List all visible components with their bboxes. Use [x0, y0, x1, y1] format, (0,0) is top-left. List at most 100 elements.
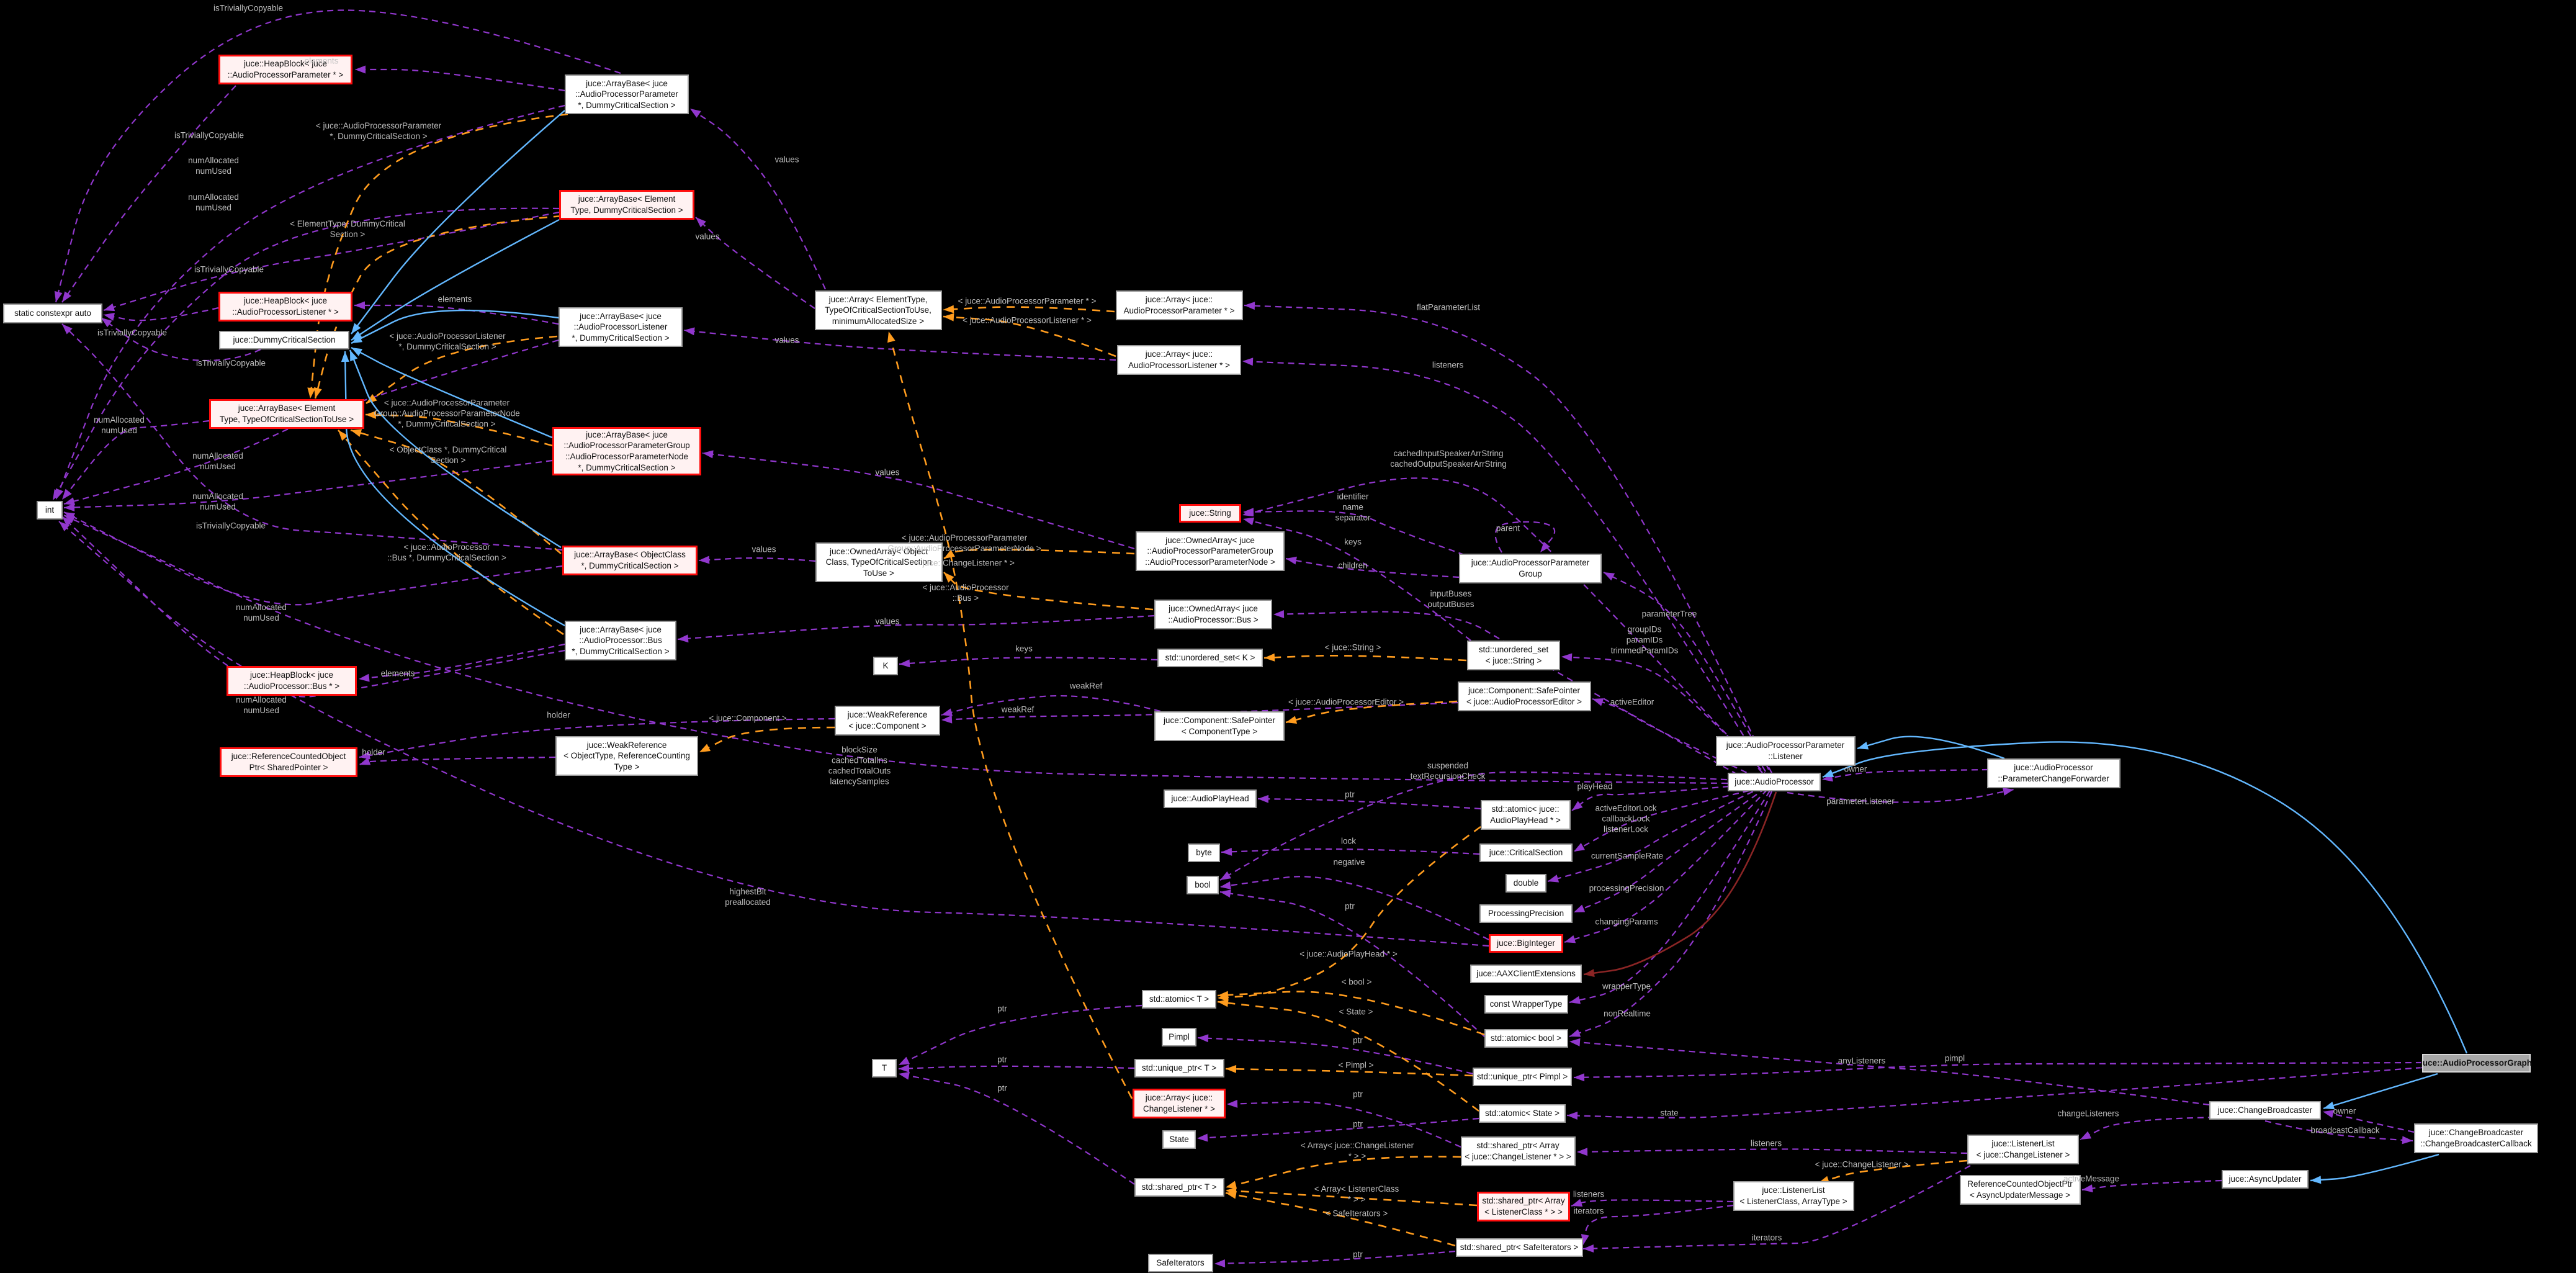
node-refcountedobjectptr-asyncupdatermessage[interactable]: ReferenceCountedObjectPtr < AsyncUpdater… [1959, 1175, 2081, 1205]
node-parameterchangeforwarder[interactable]: juce::AudioProcessor ::ParameterChangeFo… [1986, 758, 2120, 788]
arrowhead-static-constexpr-auto [62, 291, 72, 302]
edge-audioprocessor-to-array-listener [1242, 360, 1766, 772]
edge-arraybase-parameternode-to-dummy-critical-section [351, 346, 553, 439]
arrowhead-string [1243, 517, 1255, 526]
arrowhead-t [899, 1064, 910, 1073]
node-heapblock-bus[interactable]: juce::HeapBlock< juce ::AudioProcessor::… [227, 666, 357, 696]
node-audioprocessorgraph[interactable]: juce::AudioProcessorGraph [2420, 1054, 2532, 1073]
node-changebroadcaster[interactable]: juce::ChangeBroadcaster [2209, 1101, 2321, 1120]
node-changebroadcastercallback[interactable]: juce::ChangeBroadcaster ::ChangeBroadcas… [2414, 1123, 2538, 1153]
arrowhead-heapblock-param [355, 65, 366, 74]
node-weakreference-generic[interactable]: juce::WeakReference < ObjectType, Refere… [555, 736, 698, 776]
node-int[interactable]: int [37, 501, 63, 520]
arrowhead-biginteger [1564, 935, 1576, 943]
node-arraybase-param[interactable]: juce::ArrayBase< juce ::AudioProcessorPa… [565, 74, 689, 114]
node-pimpl[interactable]: Pimpl [1162, 1028, 1196, 1046]
node-arraybase-parameternode[interactable]: juce::ArrayBase< juce ::AudioProcessorPa… [552, 427, 701, 475]
node-array-changelistener[interactable]: juce::Array< juce:: ChangeListener * > [1133, 1089, 1226, 1118]
edge-arraybase-objectclass-to-dummy-critical-section [349, 349, 562, 549]
arrowhead-t [899, 1056, 910, 1065]
node-arraybase-elemtype-dummy[interactable]: juce::ArrayBase< Element Type, DummyCrit… [559, 190, 694, 220]
edge-audioprocessor-to-string [1242, 477, 1763, 773]
edge-atomic-bool-to-bool [1219, 891, 1485, 1037]
edge-listenerlist-changelistener-to-shared-ptr-safeiterators [1582, 1165, 1971, 1250]
node-byte[interactable]: byte [1188, 843, 1220, 862]
node-audioprocessor[interactable]: juce::AudioProcessor [1728, 773, 1821, 791]
node-arraybase-objectclass[interactable]: juce::ArrayBase< ObjectClass *, DummyCri… [562, 546, 698, 575]
node-state[interactable]: State [1162, 1130, 1196, 1149]
edge-unordered-set-string-to-unordered-set-k [1263, 655, 1467, 662]
node-heapblock-listener[interactable]: juce::HeapBlock< juce ::AudioProcessorLi… [218, 292, 352, 322]
node-audioprocessorparametergroup[interactable]: juce::AudioProcessorParameter Group [1459, 554, 1602, 583]
node-atomic-audioplayhead[interactable]: std::atomic< juce:: AudioPlayHead * > [1480, 800, 1571, 830]
node-k[interactable]: K [873, 657, 898, 675]
node-asyncupdater[interactable]: juce::AsyncUpdater [2222, 1170, 2309, 1189]
edge-atomic-state-to-atomic-t [1217, 1001, 1479, 1112]
node-dummy-critical-section[interactable]: juce::DummyCriticalSection [219, 331, 349, 349]
node-unordered-set-string[interactable]: std::unordered_set < juce::String > [1467, 641, 1560, 670]
edge-arraybase-param-to-dummy-critical-section [351, 110, 565, 335]
edge-weakreference-component-to-refcounted-sharedpointer [359, 717, 835, 758]
edge-unordered-set-string-to-string [1242, 518, 1471, 641]
edge-array-elemtype-to-arraybase-param [689, 108, 827, 290]
node-aaxclientextensions[interactable]: juce::AAXClientExtensions [1470, 965, 1582, 983]
node-shared-ptr-safeiterators[interactable]: std::shared_ptr< SafeIterators > [1455, 1238, 1583, 1257]
edge-atomic-audioplayhead-to-atomic-t [1217, 825, 1481, 999]
node-atomic-t[interactable]: std::atomic< T > [1142, 990, 1216, 1009]
arrowhead-static-constexpr-auto [101, 318, 112, 328]
node-unique-ptr-pimpl[interactable]: std::unique_ptr< Pimpl > [1473, 1068, 1572, 1086]
node-safeiterators[interactable]: SafeIterators [1147, 1254, 1213, 1272]
node-atomic-state[interactable]: std::atomic< State > [1479, 1104, 1566, 1123]
node-atomic-bool[interactable]: std::atomic< bool > [1484, 1029, 1568, 1048]
node-safepointer-componenttype[interactable]: juce::Component::SafePointer < Component… [1154, 711, 1285, 741]
node-audioplayhead[interactable]: juce::AudioPlayHead [1164, 789, 1257, 808]
arrowhead-arraybase-objectclass [699, 556, 710, 564]
node-array-param[interactable]: juce::Array< juce:: AudioProcessorParame… [1115, 290, 1243, 320]
node-double[interactable]: double [1506, 874, 1546, 893]
node-arraybase-bus[interactable]: juce::ArrayBase< juce ::AudioProcessor::… [565, 621, 676, 660]
node-refcounted-sharedpointer[interactable]: juce::ReferenceCountedObject Ptr< Shared… [220, 747, 357, 777]
edge-changebroadcastercallback-to-asyncupdater [2310, 1153, 2439, 1182]
node-bool[interactable]: bool [1187, 876, 1219, 894]
edge-dummy-critical-section-to-static-constexpr-auto [101, 317, 261, 362]
node-unique-ptr-t[interactable]: std::unique_ptr< T > [1134, 1059, 1224, 1077]
arrowhead-refcounted-sharedpointer [359, 757, 371, 765]
node-ownedarray-bus[interactable]: juce::OwnedArray< juce ::AudioProcessor:… [1154, 600, 1272, 629]
node-safepointer-editor[interactable]: juce::Component::SafePointer < juce::Aud… [1457, 681, 1591, 711]
node-ownedarray-parameternode[interactable]: juce::OwnedArray< juce ::AudioProcessorP… [1136, 531, 1285, 571]
node-audioprocessorparameter-listener[interactable]: juce::AudioProcessorParameter ::Listener [1715, 736, 1856, 766]
arrowhead-array-elemtype [943, 305, 954, 313]
node-listenerlist-generic[interactable]: juce::ListenerList < ListenerClass, Arra… [1733, 1181, 1854, 1211]
node-ownedarray-generic[interactable]: juce::OwnedArray< Object Class, TypeOfCr… [815, 542, 943, 582]
edge-audioprocessorgraph-to-atomic-state [1566, 1066, 2423, 1118]
edge-audioprocessorgraph-to-unique-ptr-pimpl [1573, 1061, 2423, 1079]
node-processingprecision[interactable]: ProcessingPrecision [1479, 904, 1573, 923]
edge-audioprocessorgraph-to-changebroadcaster [2323, 1073, 2438, 1110]
node-unordered-set-k[interactable]: std::unordered_set< K > [1157, 649, 1263, 667]
arrowhead-state [1197, 1133, 1208, 1142]
node-static-constexpr-auto[interactable]: static constexpr auto [3, 304, 102, 323]
node-t[interactable]: T [872, 1059, 897, 1077]
edge-arraybase-objectclass-to-int [63, 511, 563, 606]
node-criticalsection[interactable]: juce::CriticalSection [1479, 843, 1573, 862]
arrowhead-array-listener [1242, 358, 1254, 366]
node-shared-ptr-t[interactable]: std::shared_ptr< T > [1134, 1178, 1224, 1197]
edge-array-param-to-array-elemtype [943, 306, 1115, 313]
node-weakreference-component[interactable]: juce::WeakReference < juce::Component > [835, 706, 940, 735]
node-arraybase-listener[interactable]: juce::ArrayBase< juce ::AudioProcessorLi… [559, 307, 683, 347]
node-shared-ptr-array-changelistener[interactable]: std::shared_ptr< Array < juce::ChangeLis… [1460, 1136, 1576, 1166]
node-arraybase-elemtype-tocs[interactable]: juce::ArrayBase< Element Type, TypeOfCri… [209, 399, 364, 429]
node-listenerlist-changelistener[interactable]: juce::ListenerList < juce::ChangeListene… [1967, 1135, 2079, 1164]
arrowhead-changebroadcaster [2323, 1110, 2335, 1118]
node-biginteger[interactable]: juce::BigInteger [1489, 934, 1563, 953]
node-array-listener[interactable]: juce::Array< juce:: AudioProcessorListen… [1117, 345, 1241, 375]
node-heapblock-param[interactable]: juce::HeapBlock< juce ::AudioProcessorPa… [218, 55, 352, 84]
edge-audioprocessorgraph-to-audioprocessor [1822, 741, 2468, 1054]
node-array-elemtype[interactable]: juce::Array< ElementType, TypeOfCritical… [814, 290, 942, 330]
node-string[interactable]: juce::String [1179, 504, 1241, 523]
node-const-wrappertype[interactable]: const WrapperType [1484, 995, 1568, 1014]
edge-shared-ptr-safeiterators-to-shared-ptr-t [1225, 1192, 1456, 1247]
node-shared-ptr-array-listenerclass[interactable]: std::shared_ptr< Array < ListenerClass *… [1477, 1192, 1570, 1221]
edge-audioprocessor-to-bool [1219, 771, 1738, 881]
